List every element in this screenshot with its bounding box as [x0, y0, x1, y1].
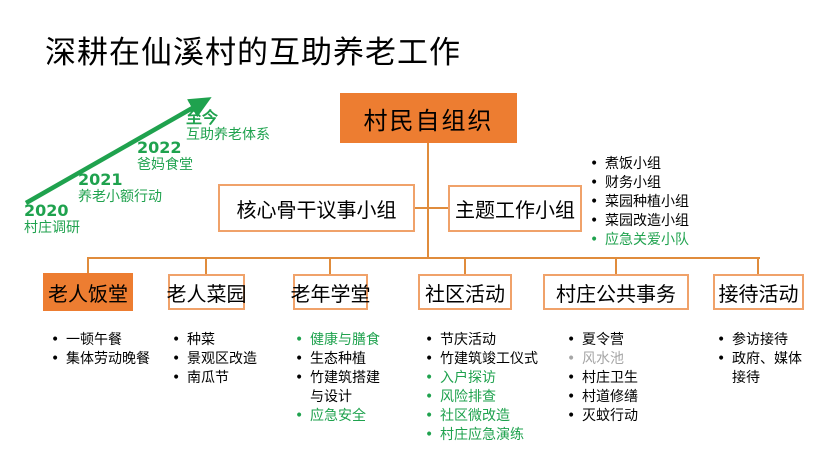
list-item: 灭蚊行动	[562, 407, 672, 426]
list-item: 应急安全	[290, 407, 384, 426]
list-item: 健康与膳食	[290, 331, 384, 350]
connector-branches-horizontal	[87, 257, 760, 259]
connector-drop-2	[205, 257, 207, 274]
timeline-milestone-now: 至今 互助养老体系	[186, 109, 270, 144]
list-item: 风水池	[562, 350, 672, 369]
milestone-year: 至今	[186, 108, 219, 127]
branch-list-canteen: 一顿午餐 集体劳动晚餐	[46, 331, 158, 369]
milestone-label: 养老小额行动	[78, 189, 162, 205]
list-item: 南瓜节	[167, 369, 267, 388]
branch-list-garden: 种菜 景观区改造 南瓜节	[167, 331, 267, 388]
list-item: 入户探访	[420, 369, 538, 388]
list-item: 风险排查	[420, 388, 538, 407]
list-item: 菜园种植小组	[585, 193, 725, 212]
connector-drop-5	[615, 257, 617, 274]
list-item: 集体劳动晚餐	[46, 350, 158, 369]
list-item: 村道修缮	[562, 388, 672, 407]
timeline-milestone-2020: 2020 村庄调研	[24, 202, 80, 237]
milestone-year: 2021	[78, 170, 123, 189]
milestone-year: 2020	[24, 201, 69, 220]
list-item: 节庆活动	[420, 331, 538, 350]
list-item: 夏令营	[562, 331, 672, 350]
list-item: 村庄卫生	[562, 369, 672, 388]
list-item: 一顿午餐	[46, 331, 158, 350]
milestone-label: 爸妈食堂	[137, 157, 193, 173]
list-item: 竹建筑搭建与设计	[290, 369, 384, 407]
connector-core-theme	[413, 207, 449, 209]
timeline-milestone-2021: 2021 养老小额行动	[78, 171, 162, 206]
list-item: 菜园改造小组	[585, 212, 725, 231]
connector-drop-3	[329, 257, 331, 274]
branch-box-community: 社区活动	[418, 274, 512, 310]
list-item: 生态种植	[290, 350, 384, 369]
connector-drop-6	[757, 257, 759, 274]
list-item: 财务小组	[585, 174, 725, 193]
timeline-milestone-2022: 2022 爸妈食堂	[137, 139, 193, 174]
branch-box-school: 老年学堂	[291, 274, 371, 310]
list-item: 参访接待	[712, 331, 802, 350]
milestone-label: 互助养老体系	[186, 127, 270, 143]
list-item: 社区微改造	[420, 407, 538, 426]
list-item: 村庄应急演练	[420, 426, 538, 445]
milestone-year: 2022	[137, 138, 182, 157]
branch-box-reception: 接待活动	[713, 274, 804, 310]
connector-drop-1	[87, 257, 89, 274]
core-group-box: 核心骨干议事小组	[218, 184, 415, 232]
page-title: 深耕在仙溪村的互助养老工作	[45, 35, 461, 71]
theme-subgroup-list: 煮饭小组 财务小组 菜园种植小组 菜园改造小组 应急关爱小队	[585, 155, 725, 250]
theme-group-box: 主题工作小组	[448, 185, 582, 232]
branch-list-school: 健康与膳食 生态种植 竹建筑搭建与设计 应急安全	[290, 331, 384, 426]
list-item: 种菜	[167, 331, 267, 350]
branch-box-public-affairs: 村庄公共事务	[543, 274, 689, 310]
branch-box-canteen: 老人饭堂	[43, 273, 133, 311]
connector-drop-4	[464, 257, 466, 274]
list-item: 政府、媒体接待	[712, 350, 802, 388]
list-item: 竹建筑竣工仪式	[420, 350, 538, 369]
branch-list-reception: 参访接待 政府、媒体接待	[712, 331, 802, 388]
branch-box-garden: 老人菜园	[167, 274, 247, 310]
connector-root-vertical	[427, 142, 429, 258]
milestone-label: 村庄调研	[24, 220, 80, 236]
branch-list-community: 节庆活动 竹建筑竣工仪式 入户探访 风险排查 社区微改造 村庄应急演练	[420, 331, 538, 445]
branch-list-public-affairs: 夏令营 风水池 村庄卫生 村道修缮 灭蚊行动	[562, 331, 672, 426]
list-item: 煮饭小组	[585, 155, 725, 174]
list-item: 应急关爱小队	[585, 231, 725, 250]
list-item: 景观区改造	[167, 350, 267, 369]
org-root-box: 村民自组织	[340, 93, 517, 143]
